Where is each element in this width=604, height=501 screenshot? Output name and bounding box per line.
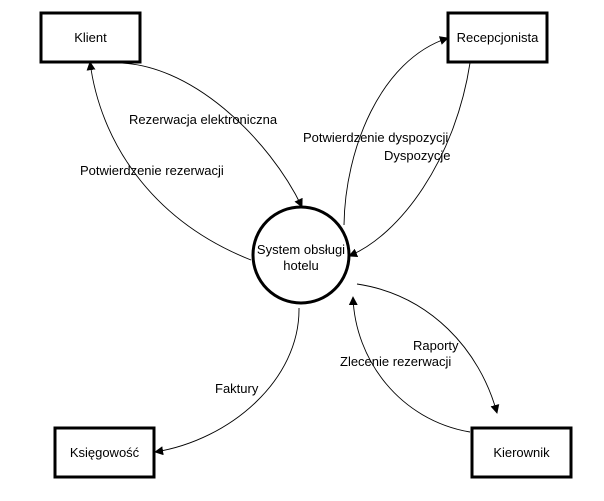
process-label-line2: hotelu bbox=[283, 258, 318, 273]
flow-label-zlecenie-rezerwacji: Zlecenie rezerwacji bbox=[340, 354, 451, 369]
entity-klient: Klient bbox=[39, 11, 142, 64]
entity-kierownik: Kierownik bbox=[470, 426, 573, 479]
entity-kierownik-label: Kierownik bbox=[493, 445, 550, 460]
entity-ksiegowosc: Księgowość bbox=[53, 426, 156, 479]
process-system-obslugi-hotelu: System obsługi hotelu bbox=[251, 205, 351, 305]
flow-label-rezerwacja-elektroniczna: Rezerwacja elektroniczna bbox=[129, 112, 278, 127]
entity-recepcjonista-label: Recepcjonista bbox=[457, 30, 539, 45]
flow-arrow-zlecenie-rezerwacji bbox=[348, 296, 471, 433]
flow-label-faktury: Faktury bbox=[215, 381, 259, 396]
flow-arrow-raporty bbox=[356, 283, 500, 414]
flow-label-potwierdzenie-rezerwacji: Potwierdzenie rezerwacji bbox=[80, 163, 224, 178]
entity-recepcjonista: Recepcjonista bbox=[446, 11, 549, 64]
process-label-line1: System obsługi bbox=[257, 242, 345, 257]
flow-arrow-dyspozycje bbox=[348, 62, 471, 258]
entity-klient-label: Klient bbox=[74, 30, 107, 45]
flow-label-raporty: Raporty bbox=[413, 338, 459, 353]
flow-label-dyspozycje: Dyspozycje bbox=[384, 148, 450, 163]
flow-arrow-faktury bbox=[154, 307, 300, 456]
flow-arrow-potwierdzenie-dyspozycji bbox=[343, 36, 449, 226]
flow-arrow-potwierdzenie-rezerwacji bbox=[86, 61, 252, 261]
flow-arrow-rezerwacja-elektroniczna bbox=[111, 62, 303, 208]
entity-ksiegowosc-label: Księgowość bbox=[70, 445, 140, 460]
flow-label-potwierdzenie-dyspozycji: Potwierdzenie dyspozycji bbox=[303, 130, 448, 145]
